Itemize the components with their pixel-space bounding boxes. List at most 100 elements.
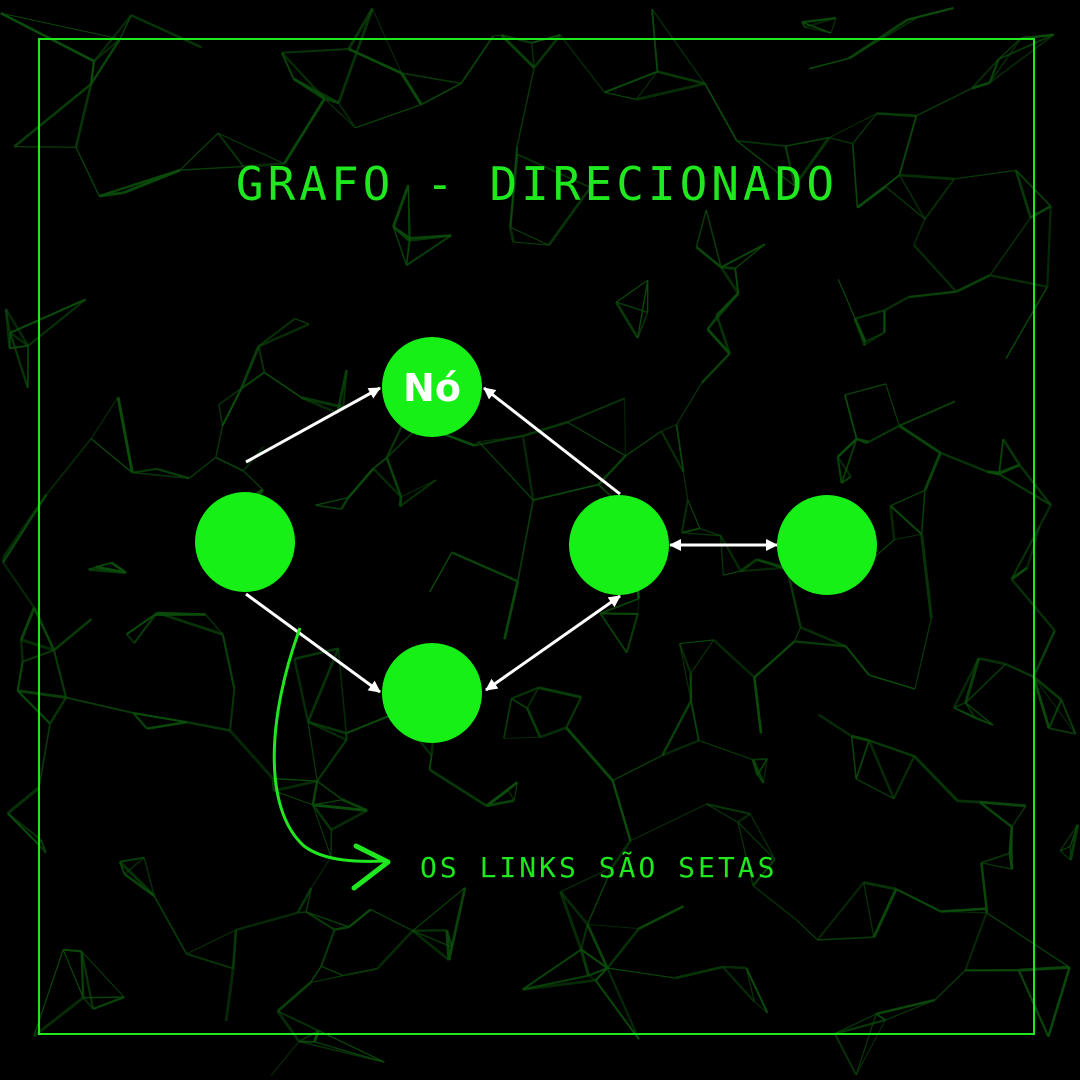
mesh-line (276, 1010, 301, 1043)
mesh-line (611, 840, 632, 869)
mesh-line (739, 558, 758, 573)
mesh-line (700, 352, 731, 384)
mesh-line (305, 911, 336, 931)
mesh-line (447, 946, 454, 961)
mesh-line (355, 103, 422, 129)
mesh-line (89, 61, 96, 85)
mesh-line (998, 473, 1052, 506)
mesh-line (312, 804, 332, 858)
mesh-line (218, 404, 224, 426)
mesh-line (705, 209, 722, 268)
mesh-line (277, 1010, 319, 1032)
mesh-line (868, 739, 915, 758)
mesh-line (752, 757, 768, 761)
mesh-line (890, 489, 926, 507)
mesh-line (863, 881, 897, 891)
mesh-line (952, 657, 980, 709)
mesh-line (754, 1001, 768, 1014)
mesh-line (485, 781, 519, 807)
mesh-line (231, 929, 238, 969)
mesh-line (586, 866, 613, 925)
mesh-line (637, 280, 649, 339)
mesh-line (868, 424, 900, 443)
mesh-line (513, 782, 518, 801)
mesh-line (913, 755, 959, 803)
mesh-line (1010, 525, 1041, 580)
mesh-line (1005, 662, 1035, 678)
mesh-line (604, 70, 658, 94)
mesh-line (752, 858, 776, 887)
mesh-line (587, 923, 639, 930)
mesh-line (706, 328, 731, 355)
mesh-line (429, 552, 453, 593)
mesh-line (486, 799, 515, 808)
mesh-line (651, 9, 659, 72)
mesh-line (964, 657, 981, 704)
node-top: Nó (382, 337, 482, 437)
mesh-line (0, 12, 121, 40)
mesh-line (510, 226, 550, 246)
mesh-line (392, 226, 408, 266)
mesh-line (186, 720, 231, 732)
edges (245, 386, 778, 694)
mesh-line (580, 948, 609, 969)
mesh-line (273, 779, 318, 793)
mesh-line (316, 739, 348, 782)
mesh-line (539, 726, 567, 739)
mesh-line (307, 721, 318, 782)
mesh-line (606, 927, 640, 969)
mesh-line (235, 911, 299, 932)
mesh-line (801, 16, 837, 24)
mesh-line (92, 996, 125, 1011)
mesh-line (841, 475, 852, 484)
mesh-line (722, 965, 747, 970)
mesh-line (0, 11, 95, 63)
mesh-line (624, 398, 627, 456)
mesh-line (218, 387, 242, 406)
mesh-line (428, 755, 433, 770)
mesh-line (687, 499, 701, 529)
mesh-line (635, 71, 658, 100)
mesh-line (712, 639, 756, 679)
curved-pointer-line (272, 627, 386, 863)
mesh-line (521, 435, 535, 501)
mesh-line (579, 949, 590, 977)
mesh-line (559, 34, 606, 93)
mesh-line (16, 661, 24, 692)
mesh-line (851, 734, 870, 742)
mesh-line (690, 639, 715, 674)
mesh-line (179, 132, 219, 171)
node-left (195, 492, 295, 592)
mesh-line (940, 907, 987, 913)
mesh-line (309, 965, 322, 983)
mesh-line (625, 613, 639, 653)
mesh-line (964, 912, 988, 971)
mesh-line (611, 780, 632, 842)
mesh-line (989, 217, 1032, 276)
mesh-line (132, 467, 157, 474)
mesh-line (411, 929, 450, 962)
mesh-line (53, 618, 93, 652)
edge-bottom-middle-right (485, 594, 621, 692)
mesh-line (980, 862, 988, 909)
mesh-line (547, 186, 592, 246)
mesh-line (924, 178, 956, 220)
mesh-line (848, 16, 920, 59)
mesh-line (412, 887, 466, 932)
mesh-line (186, 952, 234, 970)
mesh-line (793, 136, 831, 187)
mesh-line (243, 162, 285, 168)
mesh-line (690, 700, 700, 741)
mesh-line (188, 456, 217, 479)
mesh-line (1010, 566, 1029, 581)
mesh-line (258, 323, 310, 348)
mesh-line (566, 397, 625, 424)
mesh-line (989, 274, 1048, 288)
mesh-line (784, 145, 796, 187)
mesh-line (9, 332, 29, 389)
mesh-line (132, 712, 148, 730)
mesh-line (836, 456, 852, 478)
mesh-line (516, 499, 535, 582)
mesh-line (836, 456, 843, 484)
